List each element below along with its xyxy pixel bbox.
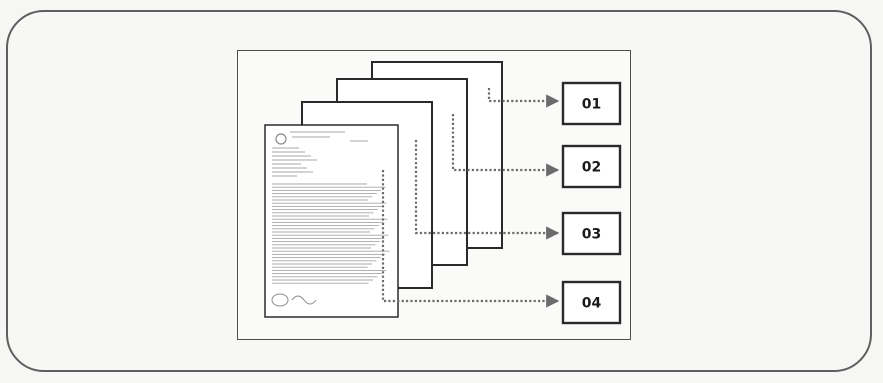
scanned-document-image xyxy=(271,131,390,307)
crest-icon xyxy=(275,133,287,145)
label-box-2-text: 02 xyxy=(582,160,601,176)
connector-arrow-4 xyxy=(381,170,560,308)
label-box-3-text: 03 xyxy=(582,227,601,243)
connectors xyxy=(381,88,560,308)
label-box-4 xyxy=(561,280,622,325)
connector-arrow-3 xyxy=(414,140,560,240)
label-box-4-text: 04 xyxy=(582,296,602,312)
label-box-1-text: 01 xyxy=(582,97,601,113)
label-box-3 xyxy=(561,211,622,256)
page-sheet-1 xyxy=(264,124,399,318)
signature-icon xyxy=(291,295,317,305)
connector-arrow-1 xyxy=(487,88,560,108)
connector-arrow-2 xyxy=(451,114,560,177)
label-box-1 xyxy=(561,81,622,126)
stamp-icon xyxy=(271,293,289,307)
label-box-2 xyxy=(561,144,622,189)
label-boxes: 01 02 03 04 xyxy=(561,81,622,325)
